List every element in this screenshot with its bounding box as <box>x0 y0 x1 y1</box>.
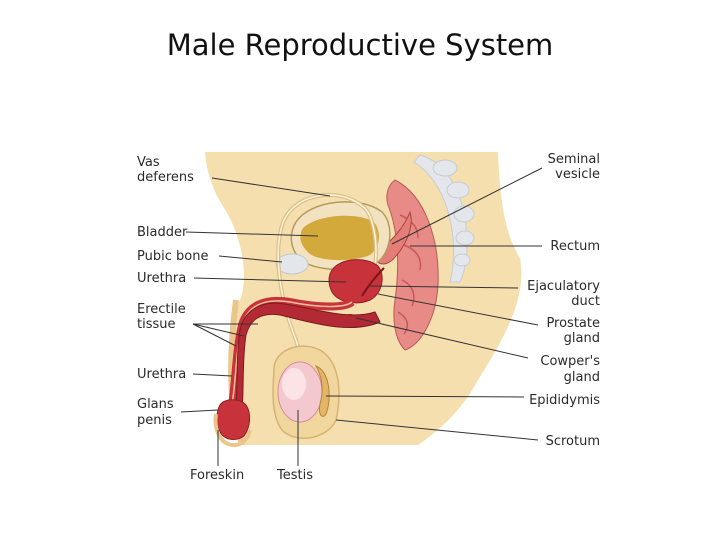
label-cowpers-gland-1: Cowper's <box>540 354 600 369</box>
label-seminal-vesicle-2: vesicle <box>555 167 600 182</box>
label-epididymis: Epididymis <box>529 393 600 408</box>
pubic-bone <box>275 253 309 275</box>
label-rectum: Rectum <box>550 239 600 254</box>
label-vas-deferens-2: deferens <box>137 170 194 185</box>
label-erectile-tissue-1: Erectile <box>137 302 186 317</box>
label-vas-deferens-1: Vas <box>137 155 160 170</box>
label-prostate-gland-2: gland <box>564 331 600 346</box>
label-seminal-vesicle-1: Seminal <box>548 152 600 167</box>
label-prostate-gland-1: Prostate <box>546 316 600 331</box>
testis-highlight <box>282 368 306 400</box>
leader-lines <box>180 167 543 466</box>
label-ejaculatory-duct-1: Ejaculatory <box>527 279 600 294</box>
label-glans-penis-1: Glans <box>137 397 174 412</box>
label-foreskin: Foreskin <box>190 468 244 483</box>
label-pubic-bone: Pubic bone <box>137 249 208 264</box>
label-scrotum: Scrotum <box>546 434 600 449</box>
glans-penis <box>216 399 251 440</box>
label-urethra-lower: Urethra <box>137 367 186 382</box>
label-testis: Testis <box>276 468 313 483</box>
label-erectile-tissue-2: tissue <box>137 317 176 332</box>
foreskin <box>213 413 252 447</box>
epididymis <box>314 364 330 417</box>
label-urethra-upper: Urethra <box>137 271 186 286</box>
label-bladder: Bladder <box>137 225 188 240</box>
rectum-folds <box>397 214 422 335</box>
label-ejaculatory-duct-2: duct <box>571 294 600 309</box>
prostate-gland <box>328 259 383 304</box>
label-cowpers-gland-2: gland <box>564 370 600 385</box>
label-glans-penis-2: penis <box>137 413 172 428</box>
vas-deferens-core <box>277 194 377 381</box>
bladder <box>300 215 379 261</box>
ejaculatory-duct <box>361 267 385 297</box>
slide-title: Male Reproductive System <box>166 28 554 62</box>
